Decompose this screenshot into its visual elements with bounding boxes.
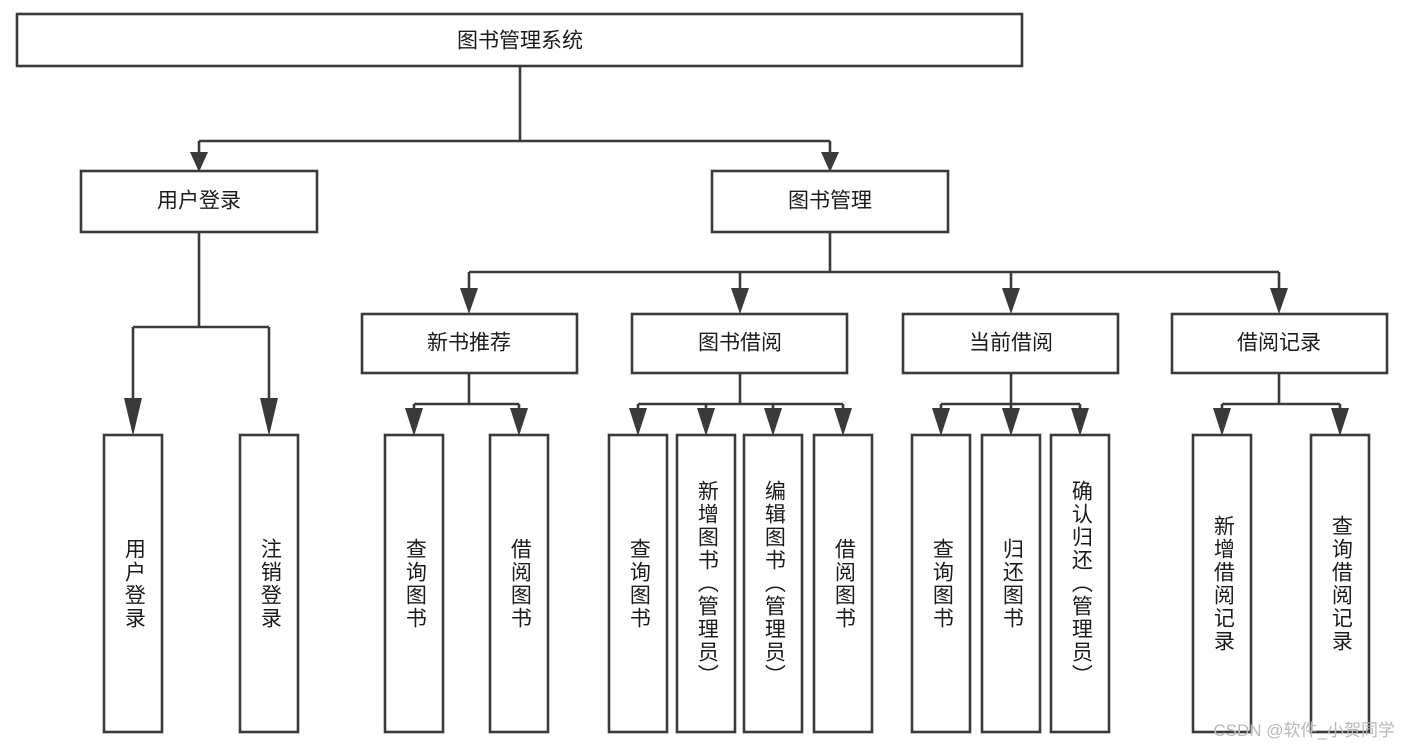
arrowhead-leaf-11 [1071,408,1089,436]
node-leaf-1-box[interactable] [102,433,164,734]
node-book-borrow[interactable]: 图书借阅 [630,312,849,375]
node-root[interactable]: 图书管理系统 [15,12,1024,68]
node-new-book-rec-label: 新书推荐 [427,332,511,355]
node-user-login-label: 用户登录 [157,190,241,213]
watermark-text: CSDN @软件_小贺同学 [1213,721,1395,740]
arrowhead-user-login [190,152,208,172]
node-borrow-record-box[interactable] [1170,312,1389,375]
node-current-borrow-box[interactable] [901,312,1120,375]
connector-group-current-borrow [932,373,1089,436]
arrowhead-borrow-record [1270,288,1288,314]
arrowhead-leaf-8 [834,408,852,436]
arrowhead-leaf-6 [697,408,715,436]
node-book-manage-box[interactable] [710,169,950,234]
node-borrow-record[interactable]: 借阅记录 [1170,312,1389,375]
node-leaf-8-box[interactable] [812,433,874,734]
node-leaf-12-box[interactable] [1191,433,1253,734]
node-new-book-rec[interactable]: 新书推荐 [360,312,579,375]
node-current-borrow-label: 当前借阅 [969,332,1053,355]
arrowhead-leaf-1 [124,398,142,436]
arrowhead-book-borrow [731,288,749,314]
arrowhead-leaf-10 [1002,408,1020,436]
node-root-label: 图书管理系统 [457,30,583,53]
node-leaf-13-box[interactable] [1309,433,1371,734]
arrowhead-leaf-4 [510,408,528,436]
arrowhead-leaf-12 [1213,408,1231,436]
node-book-manage[interactable]: 图书管理 [710,169,950,234]
node-user-login[interactable]: 用户登录 [79,169,319,234]
node-leaf-9-box[interactable] [910,433,972,734]
connector-group-root [190,66,839,172]
arrowhead-leaf-13 [1331,408,1349,436]
node-leaf-2-box[interactable] [238,433,300,734]
node-leaf-5-box[interactable] [607,433,669,734]
node-borrow-record-label: 借阅记录 [1237,332,1321,355]
connector-group-book-borrow [629,373,852,436]
node-new-book-rec-box[interactable] [360,312,579,375]
connector-group-user-login [124,232,278,436]
arrowhead-current-borrow [1002,288,1020,314]
node-user-login-box[interactable] [79,169,319,234]
node-leaf-11-box[interactable] [1049,433,1111,734]
arrowhead-new-book-rec [460,288,478,314]
node-root-box[interactable] [15,12,1024,68]
node-leaf-10-box[interactable] [980,433,1042,734]
node-current-borrow[interactable]: 当前借阅 [901,312,1120,375]
arrowhead-leaf-5 [629,408,647,436]
arrowhead-leaf-3 [405,408,423,436]
arrowhead-leaf-7 [764,408,782,436]
node-book-borrow-label: 图书借阅 [698,332,782,355]
node-book-borrow-box[interactable] [630,312,849,375]
node-leaf-6-box[interactable] [675,433,737,734]
arrowhead-leaf-2 [260,398,278,436]
node-leaf-3-box[interactable] [383,433,445,734]
connector-group-borrow-record [1213,373,1349,436]
node-leaf-4-box[interactable] [488,433,550,734]
node-book-manage-label: 图书管理 [788,190,872,213]
arrowhead-book-manage [821,152,839,172]
connector-group-book-manage [460,232,1288,314]
connector-group-new-book-rec [405,373,528,436]
arrowhead-leaf-9 [932,408,950,436]
node-leaf-7-box[interactable] [742,433,804,734]
